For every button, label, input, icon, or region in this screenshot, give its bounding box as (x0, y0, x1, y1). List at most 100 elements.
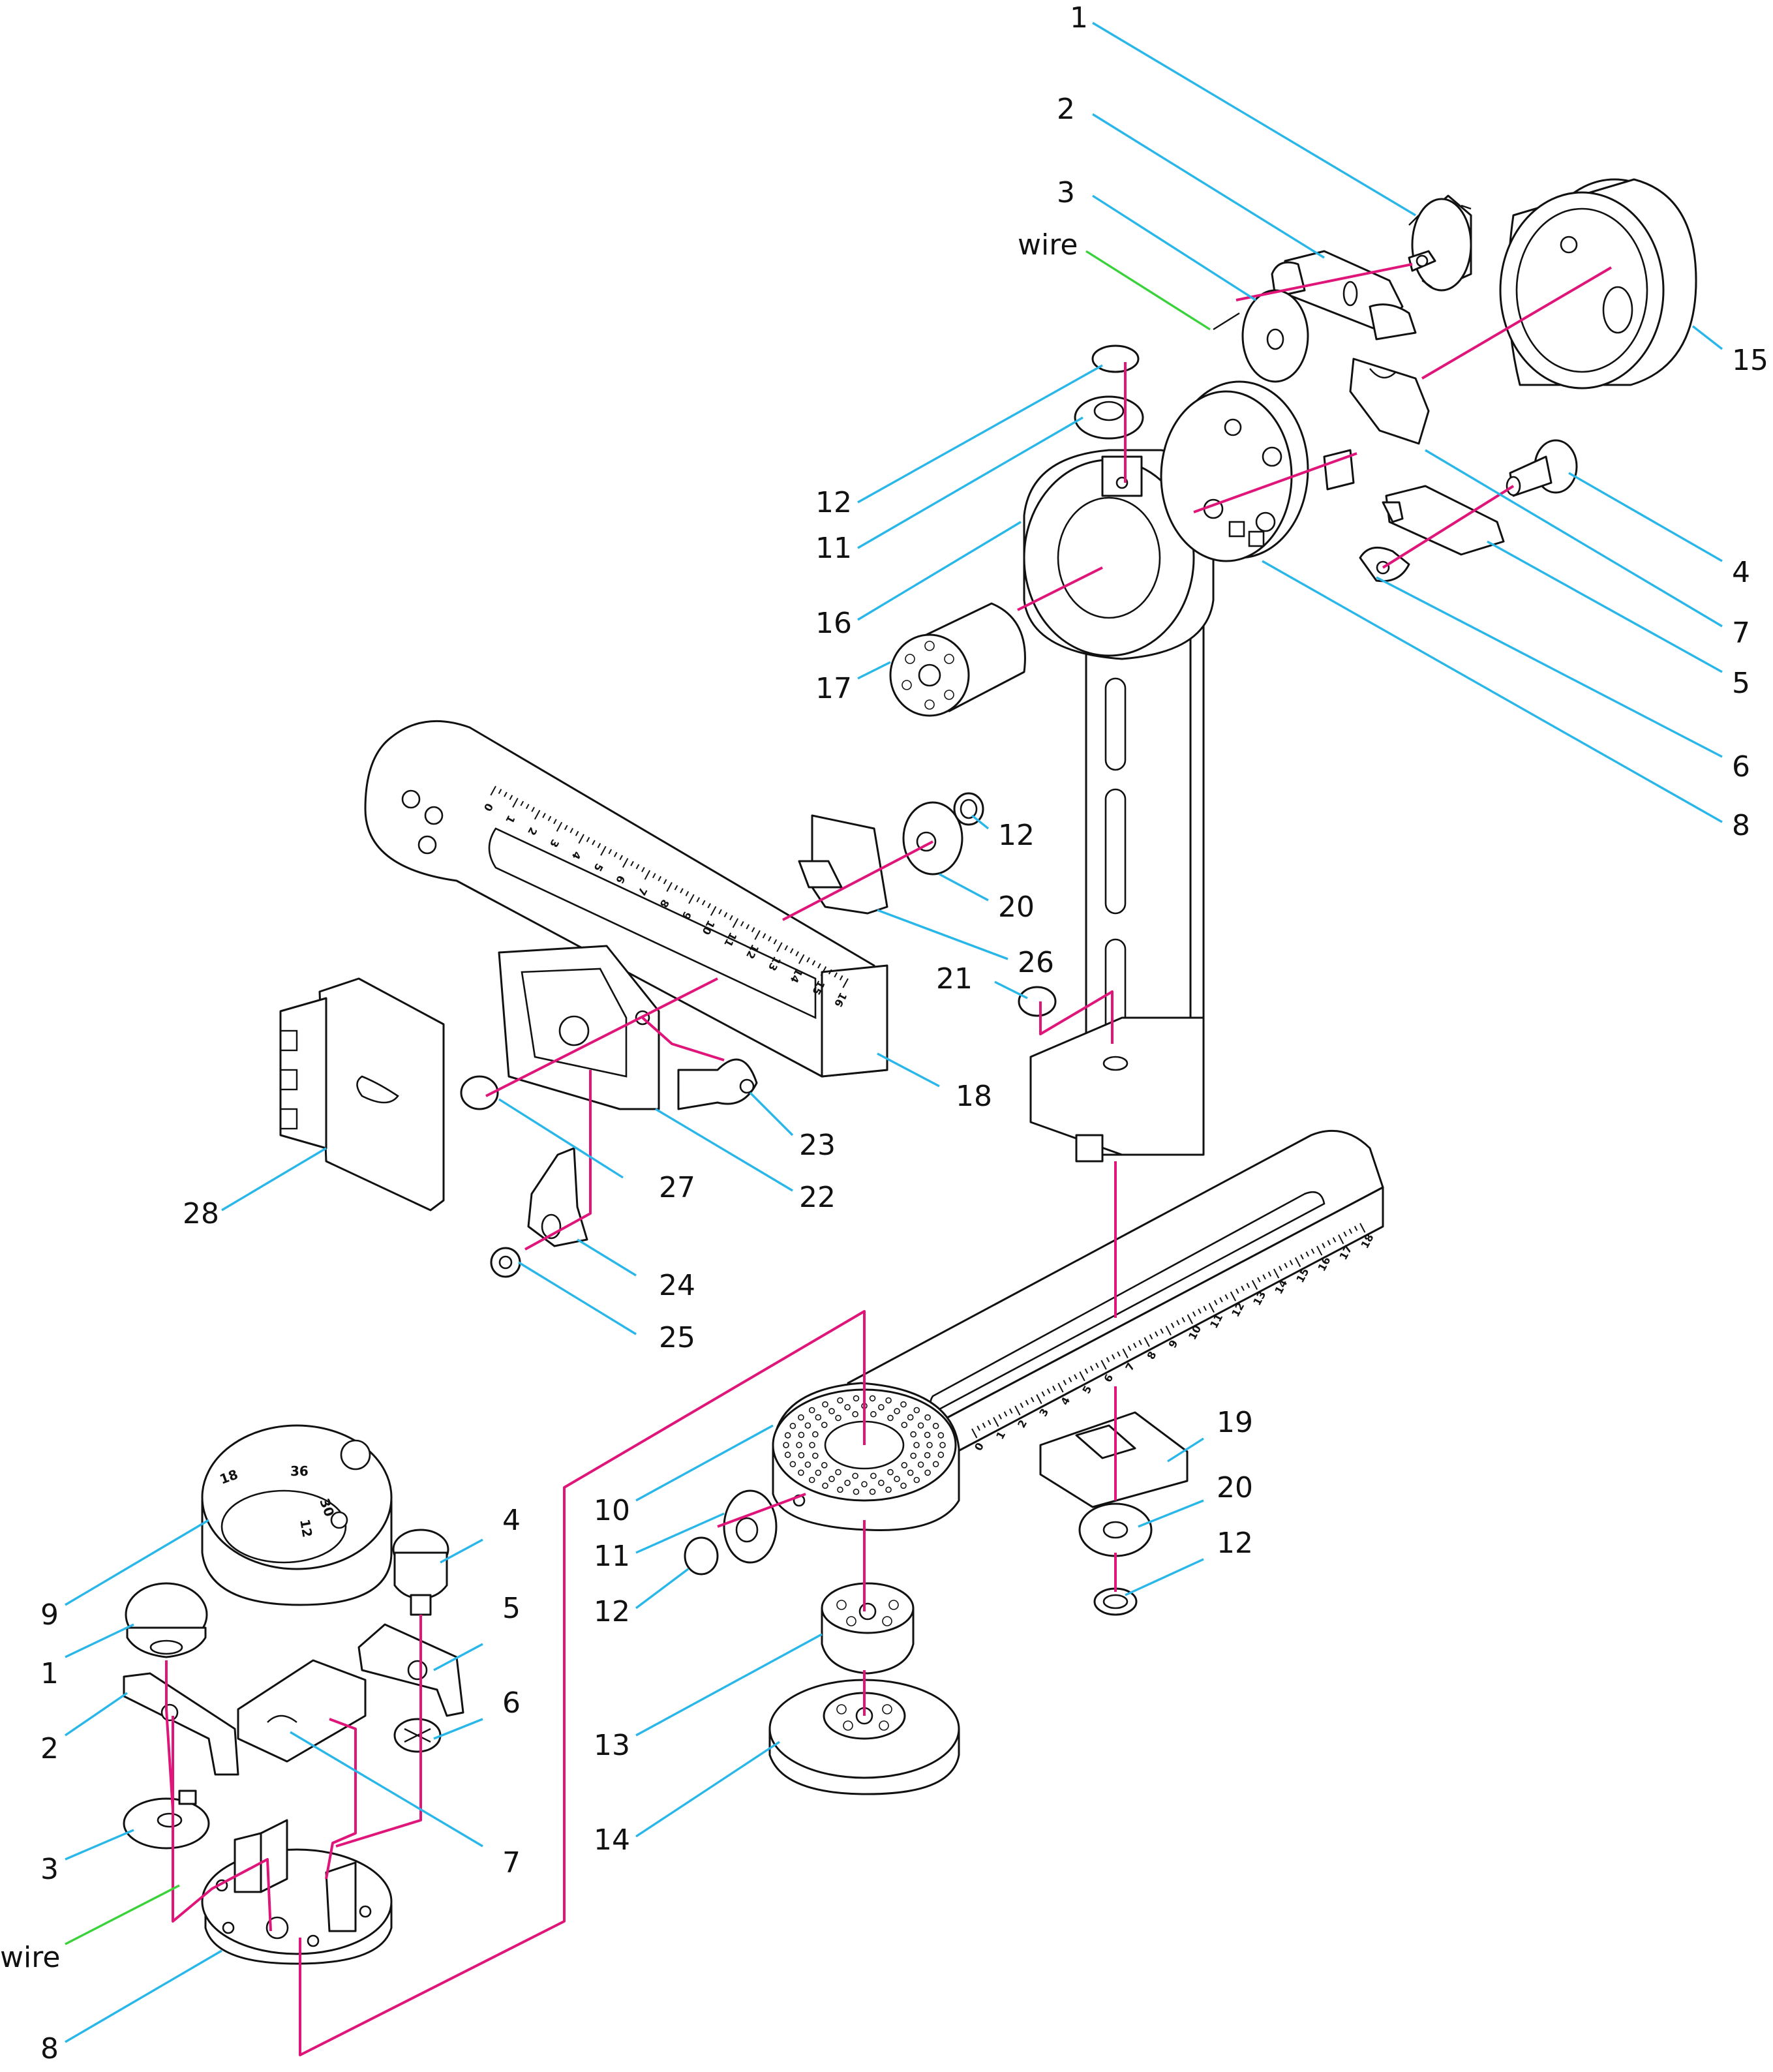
base-ring-dot (900, 1482, 907, 1489)
callout-12-washer-lower: 12 (1217, 1527, 1253, 1560)
base-ring-dot (828, 1408, 835, 1414)
base-ring-dot (822, 1401, 828, 1408)
detail-callout-3: 3 (40, 1853, 59, 1886)
upper-scale-tick (773, 939, 778, 945)
upper-scale-tick (619, 855, 623, 861)
base-ring-dot (853, 1488, 860, 1495)
base-ring-dot (789, 1422, 796, 1429)
lower-scale-tick (982, 1422, 986, 1428)
part-15-cup (1499, 178, 1697, 389)
lower-scale-tick (1246, 1283, 1250, 1288)
callout-20-lower: 20 (1217, 1471, 1253, 1504)
upper-scale-tick (641, 866, 645, 872)
lower-scale-tick (1257, 1277, 1261, 1283)
upper-scale-tick (613, 851, 618, 857)
lower-scale-tick (1273, 1268, 1280, 1279)
part-8-dial-gear-top (1160, 380, 1355, 562)
part-12-cap-upper (1091, 344, 1140, 373)
callout-17: 17 (815, 672, 852, 705)
base-ring-dot (812, 1452, 819, 1459)
detail-part-6-nut (393, 1718, 442, 1753)
upper-scale-tick (811, 960, 816, 966)
base-ring-dot (901, 1422, 908, 1428)
lower-scale-tick (1111, 1354, 1115, 1360)
base-ring-dot (861, 1481, 868, 1487)
part-2-clamp-top (1271, 250, 1417, 341)
lower-scale-label: 6 (1101, 1372, 1115, 1384)
detail-part-7-clip (237, 1659, 367, 1763)
lower-scale-label: 5 (1080, 1384, 1094, 1396)
lower-scale-tick (1084, 1368, 1089, 1374)
lower-scale-tick (1305, 1251, 1309, 1257)
lower-scale-tick (1230, 1291, 1237, 1302)
part-28-plate (279, 977, 445, 1211)
callout-25: 25 (659, 1321, 695, 1354)
lower-scale-tick (1079, 1371, 1085, 1382)
lower-scale-tick (1106, 1357, 1110, 1363)
detail-callout-7: 7 (502, 1846, 521, 1880)
callout-3: 3 (1057, 176, 1075, 209)
lower-scale-tick (1289, 1260, 1294, 1266)
upper-scale-tick (817, 963, 821, 969)
part-12-washer-upper (953, 792, 984, 826)
lower-scale-tick (1181, 1317, 1185, 1322)
lower-scale-tick (977, 1425, 980, 1431)
base-ring-dot (878, 1480, 885, 1486)
base-ring-dot (844, 1480, 851, 1486)
detail-part-3-disc (123, 1790, 210, 1850)
callout-8: 8 (1732, 809, 1750, 842)
part-1-knob-top (1408, 194, 1472, 292)
part-3-disc-top (1213, 289, 1309, 383)
base-ring-dot (835, 1469, 841, 1476)
lower-scale-label: 7 (1123, 1361, 1137, 1373)
upper-scale-tick (723, 912, 728, 918)
part-4-knob-small-top (1506, 439, 1578, 497)
detail-callout-5: 5 (502, 1592, 521, 1625)
part-19-slider-lower (1039, 1411, 1189, 1508)
upper-scale-tick (578, 834, 584, 844)
callout-18: 18 (956, 1080, 992, 1113)
lower-scale-tick (1160, 1328, 1164, 1334)
lower-scale-tick (998, 1414, 1002, 1420)
upper-scale-tick (652, 873, 656, 879)
part-14-base-disc (768, 1679, 960, 1795)
base-ring-dot (821, 1462, 828, 1469)
upper-scale-tick (784, 945, 789, 951)
upper-scale-tick (520, 800, 524, 806)
lower-scale-label: 2 (1015, 1418, 1029, 1430)
upper-scale-tick (592, 840, 596, 846)
base-ring-dot (869, 1395, 876, 1402)
callout-10: 10 (594, 1494, 630, 1527)
base-ring-dot (932, 1422, 939, 1429)
lower-scale-tick (1176, 1320, 1180, 1326)
upper-scale-tick (740, 921, 744, 926)
base-ring-dot (926, 1442, 933, 1448)
base-ring-dot-pattern (783, 1395, 946, 1495)
base-ring-dot (804, 1461, 811, 1468)
upper-scale-tick (688, 894, 695, 904)
detail-callout-6: 6 (502, 1686, 521, 1720)
lower-scale-label: 4 (1058, 1395, 1072, 1407)
leader-lines (65, 22, 1723, 2043)
lower-scale-tick (1122, 1348, 1129, 1359)
base-ring-dot (815, 1414, 822, 1421)
upper-scale-tick (525, 804, 530, 810)
upper-scale-tick (622, 858, 629, 868)
callout-26: 26 (1018, 946, 1054, 979)
lower-scale-tick (1192, 1311, 1196, 1317)
base-ring-dot (913, 1407, 920, 1414)
callout-28: 28 (183, 1197, 219, 1230)
upper-scale-tick (531, 806, 535, 812)
lower-scale-tick (1251, 1280, 1258, 1290)
lower-scale-tick (1095, 1362, 1099, 1368)
lower-scale-tick (1359, 1223, 1366, 1233)
base-ring-dot (885, 1397, 892, 1404)
lower-scale-tick (1213, 1300, 1218, 1305)
upper-scale-tick (828, 969, 832, 975)
lower-scale-tick (1235, 1288, 1239, 1294)
base-ring-dot (828, 1476, 835, 1482)
lower-scale-tick (1057, 1382, 1064, 1393)
upper-scale-tick (751, 927, 755, 933)
lower-scale-tick (1354, 1225, 1358, 1231)
